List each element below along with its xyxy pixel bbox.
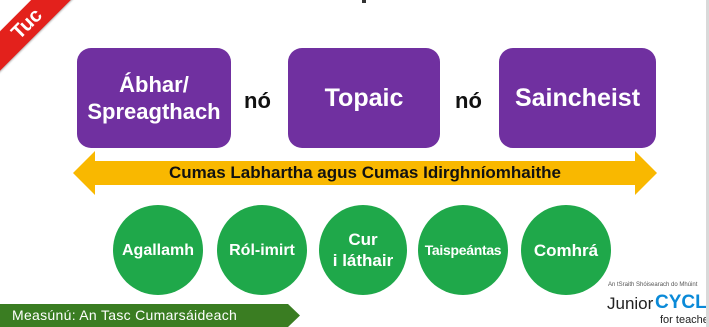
brand-name-cycle: CYCL [655, 292, 707, 313]
ribbon-text: Tuc [6, 3, 47, 44]
separator-no-1: nó [244, 88, 271, 113]
footer-bar [0, 304, 300, 327]
double-arrow: Cumas Labhartha agus Cumas Idirghníomhai… [73, 151, 657, 195]
brand-subtitle: An tSraith Shóisearach do Mhúint [608, 282, 698, 288]
topic-box-abhar: Ábhar/ Spreagthach [77, 48, 231, 148]
arrow-label: Cumas Labhartha agus Cumas Idirghníomhai… [168, 163, 561, 182]
format-circle-taispeantas: Taispeántas [418, 205, 508, 295]
separator-no-2: nó [455, 88, 482, 113]
topic-box-abhar-line2: Spreagthach [87, 99, 221, 124]
footer-label: Measúnú: An Tasc Cumarsáideach [12, 307, 238, 323]
topic-box-abhar-line1: Ábhar/ [119, 72, 189, 97]
right-edge-scrollbar [706, 0, 709, 327]
format-circle-comhra: Comhrá [521, 205, 611, 295]
format-circle-agallamh: Agallamh [113, 205, 203, 295]
format-circle-cur-i-lathair: Cur i láthair [319, 205, 407, 295]
format-circle-cur-line2: i láthair [332, 251, 394, 270]
format-circle-rol-imirt: Ról-imirt [217, 205, 307, 295]
brand-tagline: for teache [660, 314, 709, 326]
topic-box-saincheist: Saincheist [499, 48, 656, 148]
topic-box-topaic: Topaic [288, 48, 440, 148]
top-mark [362, 0, 366, 3]
format-circle-cur-line1: Cur [348, 230, 378, 249]
corner-ribbon: Tuc [0, 0, 76, 73]
double-arrow-icon [73, 151, 657, 195]
brand-name-junior: Junior [607, 294, 654, 313]
